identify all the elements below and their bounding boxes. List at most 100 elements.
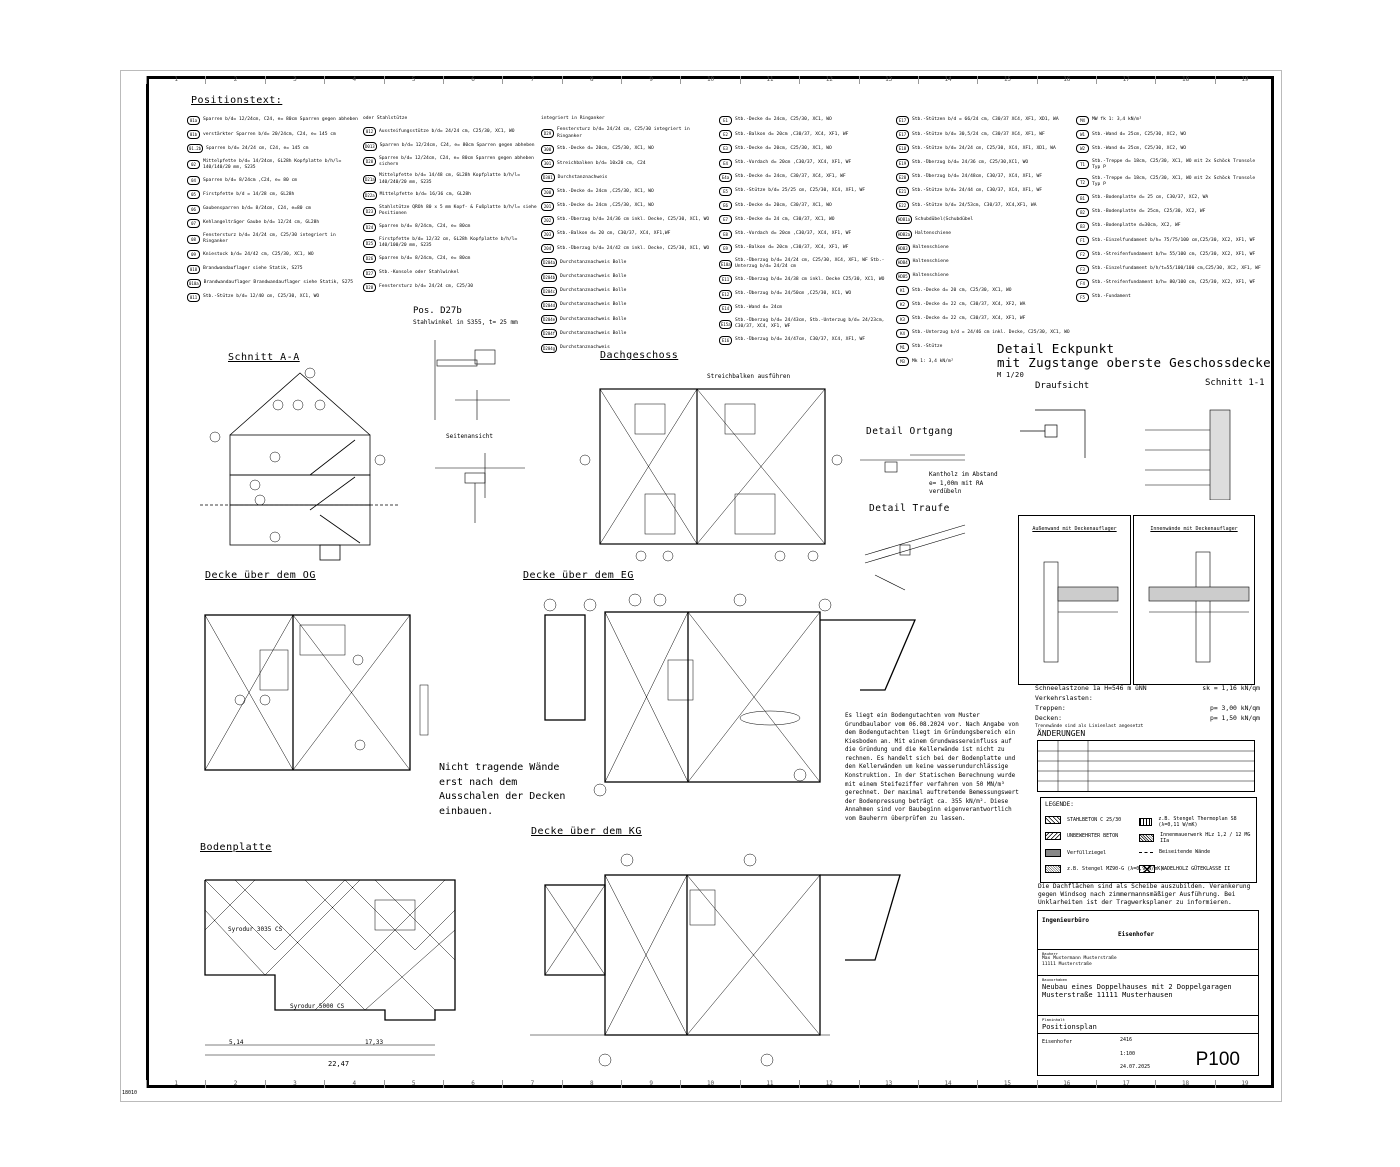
decke-kg-plan [530, 840, 920, 1070]
detail-traufe-title: Detail Traufe [869, 503, 950, 514]
detail-ortgang-drawing [855, 440, 975, 490]
position-text: Stb.-Unterzug b/d = 24/46 cm inkl. Decke… [912, 330, 1070, 336]
detail-eckpunkt-line1: Detail Eckpunkt [997, 341, 1115, 356]
position-tag: E14 [719, 303, 732, 313]
column-number: 4 [324, 1080, 383, 1088]
detail-innenwaende-box: Innenwände mit Deckenauflager [1133, 515, 1255, 685]
section-bodenplatte-title: Bodenplatte [200, 842, 272, 853]
position-text: Stb.-Decke d= 20cm, C25/30, XC1, WO [735, 145, 832, 151]
position-tag: 01.2b [187, 144, 204, 154]
column-number: 15 [977, 76, 1036, 84]
position-text: Stb.-Decke d= 24cm, C25/30, XC1, WO [735, 117, 832, 123]
position-tag: K2 [896, 300, 909, 310]
position-tag: 301 [541, 159, 554, 169]
column-number: 10 [680, 1080, 739, 1088]
position-tag: HDB1a [896, 215, 913, 225]
position-text: Fenstersturz b/d= 24/24 cm, C25/30 integ… [557, 127, 690, 139]
column-number: 15 [977, 1080, 1036, 1088]
position-tag: E11 [719, 275, 732, 285]
position-text: Durchstanznachweis Bolle [560, 288, 627, 294]
position-tag: E5 [719, 186, 732, 196]
draufsicht-label: Draufsicht [1035, 381, 1090, 391]
column-number: 2 [205, 76, 264, 84]
position-text: Haltenschiene [912, 259, 949, 265]
position-text: Streichbalken b/d= 10x20 cm, C24 [557, 160, 646, 166]
position-text: Sparren b/d= 12/24cm, C24, e= 80cm Sparr… [379, 142, 535, 148]
position-text: Stb.-Decke d= 24cm ,C25/30, XC1, WO [557, 188, 654, 194]
position-text: Stb.-Decke d= 20 cm, C25/30, XC1, WO [912, 287, 1012, 293]
position-tag: HDB4 [896, 257, 910, 267]
office-name-1: Ingenieurbüro [1042, 917, 1089, 924]
position-item: oder Stahlstütze [363, 116, 538, 122]
position-tag: 08 [187, 234, 200, 244]
pos-d27b-title: Pos. D27b [413, 306, 462, 316]
position-tag: M4 [1076, 116, 1089, 125]
position-text: Stb.-Stütze [912, 344, 943, 350]
position-text: Stb.-Streifenfundament b/h= 55/100 cm, C… [1092, 251, 1256, 257]
position-text: Haltenschiene [912, 273, 949, 279]
position-tag: F2 [1076, 250, 1089, 260]
section-schnitt-title: Schnitt A-A [228, 352, 300, 363]
position-text: Stb.-Bodenplatte d=30cm, XC2, WF [1092, 223, 1181, 229]
position-tag: E15a [719, 319, 732, 329]
column-number: 8 [561, 1080, 621, 1088]
position-text: Stb.-Stütze b/d= 24/53cm, C30/37, XC4,XF… [912, 202, 1037, 208]
position-text: Sparren b/d= 8/24cm, C24, e= 80cm [379, 224, 471, 230]
position-text: Aussteifungsstütze b/d= 24/24 cm, C25/30… [379, 128, 515, 134]
position-item: integriert in Ringanker [541, 116, 716, 122]
position-tag: F1 [1076, 236, 1089, 246]
position-text: Stb.-Treppe d= 18cm, C25/30, XC1, WO mit… [1092, 158, 1256, 170]
position-tag: 010a [187, 278, 201, 288]
position-text: Stb.-Decke d= 24cm ,C25/30, XC1, WO [557, 203, 654, 209]
position-text: Durchstanznachweis Bolle [560, 330, 627, 336]
position-text: Stb.-Treppe d= 18cm, C25/30, XC1, WO mit… [1092, 176, 1256, 188]
position-text: Stb.-Fundament [1092, 294, 1131, 300]
bauherr-label: Bauherr [1042, 951, 1059, 956]
position-tag: D204g [541, 343, 558, 353]
position-tag: K1 [896, 286, 909, 296]
legend-box: LEGENDE: STAHLBETON C 25/30 z.B. Stengel… [1040, 797, 1257, 883]
position-tag: E1 [719, 116, 732, 125]
column-number: 5 [383, 76, 443, 84]
position-text: Stb.-Balkon d= 20 cm, C30/37, XC4, XF1,W… [557, 231, 671, 237]
position-tag: D27 [363, 268, 376, 278]
position-text: Mittelpfette b/d= 14/48 cm, GL28h Kopfpl… [379, 173, 521, 185]
position-tag: 05 [187, 190, 200, 200]
column-number: 11 [739, 76, 799, 84]
position-text: Stb.-Decke d= 20cm, C30/37, XC1, WO [735, 202, 832, 208]
treppen-value: p= 3,00 kN/qm [1209, 703, 1260, 712]
snow-load-value: sk = 1,16 kN/qm [1202, 684, 1260, 692]
column-number: 7 [502, 1080, 561, 1088]
position-text: Gaubensparren b/d= 8/24cm, C24, e=80 cm [203, 205, 311, 211]
column-number: 8 [561, 76, 621, 84]
position-text: Durchstanznachweis [557, 174, 608, 180]
position-text: Stb.-Decke d= 20cm, C25/30, XC1, WO [557, 146, 654, 152]
